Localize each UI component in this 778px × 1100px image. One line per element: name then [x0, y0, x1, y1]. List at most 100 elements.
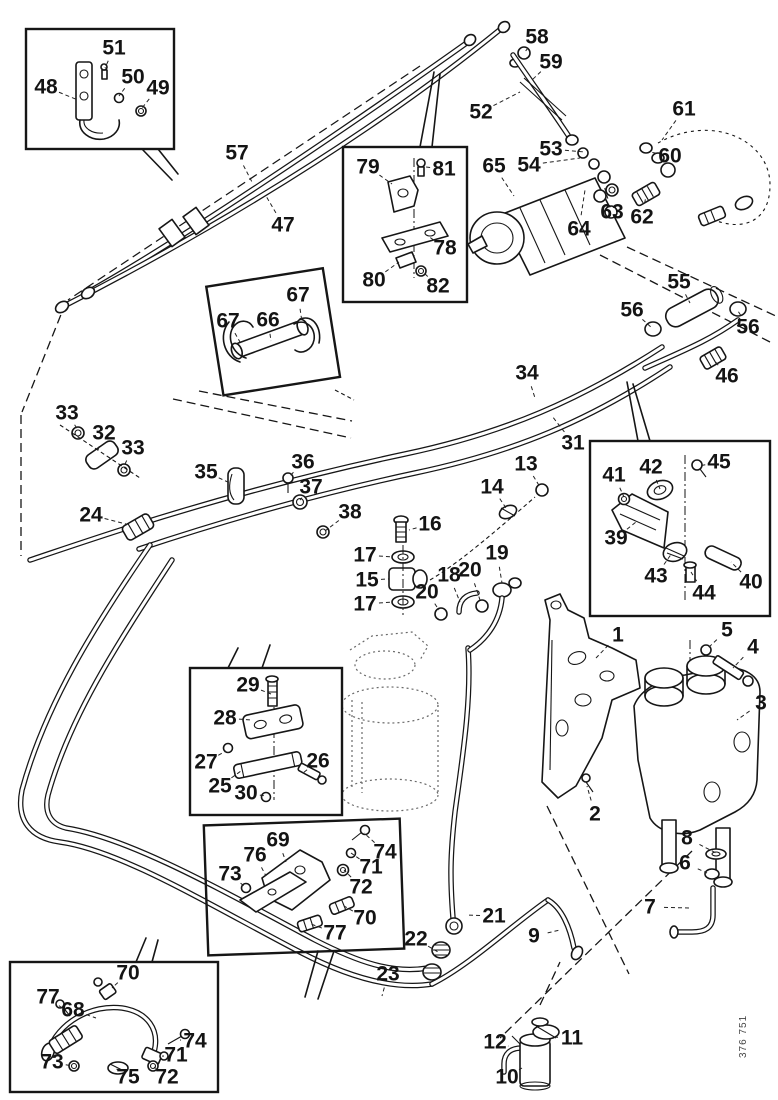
- callout-leader-45: [698, 464, 706, 467]
- callout-69: 69: [266, 829, 289, 852]
- callout-42: 42: [639, 456, 662, 479]
- callout-leader-82: [423, 272, 429, 277]
- callout-leader-22: [427, 945, 439, 953]
- drawing-number: 376 751: [738, 1014, 749, 1058]
- callout-leader-52: [493, 91, 521, 107]
- callout-19: 19: [485, 542, 508, 565]
- callout-59: 59: [539, 51, 562, 74]
- callout-17: 17: [353, 544, 376, 567]
- callout-51: 51: [102, 37, 126, 60]
- callout-leader-18: [453, 587, 461, 603]
- callout-leader-44: [690, 571, 698, 582]
- callout-12: 12: [483, 1031, 506, 1054]
- callout-leader-66: [269, 333, 272, 342]
- callout-leader-4: [732, 656, 744, 669]
- callout-54: 54: [517, 154, 541, 177]
- callout-leader-55: [685, 294, 691, 304]
- callout-leader-17: [378, 601, 394, 604]
- callout-5: 5: [721, 619, 733, 642]
- callout-leader-47: [265, 195, 277, 214]
- callout-leader-77: [310, 923, 323, 929]
- callout-45: 45: [707, 451, 731, 474]
- callout-leader-14: [499, 498, 507, 509]
- callout-leader-72: [153, 1066, 157, 1069]
- hydraulic-hoses-top: [54, 20, 531, 314]
- callout-leader-61: [661, 120, 677, 141]
- callout-32: 32: [92, 422, 115, 445]
- callout-leader-71: [350, 852, 360, 860]
- callout-leader-42: [655, 479, 661, 490]
- callout-leader-79: [379, 174, 393, 185]
- callout-25: 25: [208, 775, 232, 798]
- callout-leader-16: [408, 527, 417, 531]
- callout-31: 31: [561, 432, 585, 455]
- callout-71: 71: [359, 856, 383, 879]
- callout-15: 15: [355, 569, 379, 592]
- callout-47: 47: [271, 214, 294, 237]
- inset-box-78-82: [341, 71, 469, 304]
- callout-11: 11: [561, 1027, 584, 1050]
- callout-leader-30: [259, 794, 267, 797]
- inset-box-68-77-bottom: [8, 937, 220, 1094]
- reservoir-canister: [501, 1017, 560, 1091]
- callout-leader-49: [141, 98, 150, 109]
- callout-34: 34: [515, 362, 539, 385]
- callout-28: 28: [213, 707, 237, 730]
- callout-82: 82: [426, 275, 449, 298]
- callout-leader-20: [434, 603, 440, 611]
- callout-18: 18: [437, 564, 461, 587]
- callout-46: 46: [715, 365, 738, 388]
- callout-74: 74: [373, 841, 397, 864]
- inset-box-69-77: [202, 817, 406, 1000]
- callout-6: 6: [679, 852, 691, 875]
- callout-leader-10: [518, 1067, 523, 1071]
- callout-leader-8: [699, 843, 717, 854]
- callout-leader-78: [427, 235, 434, 241]
- callout-leader-19: [498, 566, 503, 584]
- callout-26: 26: [306, 750, 329, 773]
- callout-leader-56: [642, 318, 653, 329]
- callout-leader-27: [218, 750, 227, 756]
- callout-leader-39: [626, 521, 637, 530]
- callout-leader-50: [118, 87, 126, 97]
- callout-73: 73: [40, 1051, 63, 1074]
- callout-leader-3: [736, 710, 750, 721]
- callout-20: 20: [415, 581, 438, 604]
- callout-60: 60: [658, 145, 681, 168]
- callout-leader-21: [465, 914, 481, 916]
- callout-73: 73: [218, 863, 241, 886]
- callout-leader-46: [713, 359, 719, 366]
- callout-22: 22: [404, 928, 427, 951]
- control-valve: [581, 644, 761, 939]
- callout-leader-6: [697, 868, 708, 874]
- callout-21: 21: [482, 905, 506, 928]
- callout-leader-62: [644, 195, 647, 204]
- callout-2: 2: [589, 803, 601, 826]
- callout-48: 48: [34, 76, 58, 99]
- callout-leader-5: [707, 639, 718, 649]
- callout-33: 33: [121, 437, 144, 460]
- callout-53: 53: [539, 138, 562, 161]
- callout-leader-26: [302, 769, 308, 774]
- callout-39: 39: [604, 527, 627, 550]
- callout-13: 13: [514, 453, 537, 476]
- callout-leader-28: [238, 718, 252, 721]
- callout-leader-13: [532, 475, 541, 488]
- callout-leader-41: [619, 487, 625, 498]
- callout-10: 10: [495, 1066, 518, 1089]
- callout-80: 80: [362, 269, 385, 292]
- callout-16: 16: [418, 513, 441, 536]
- callout-57: 57: [225, 142, 248, 165]
- hydraulic-pump: [467, 177, 626, 276]
- callout-36: 36: [291, 451, 314, 474]
- callout-leader-77: [58, 1005, 63, 1009]
- callout-44: 44: [692, 582, 716, 605]
- callout-67: 67: [216, 310, 239, 333]
- callout-leader-17: [378, 555, 394, 558]
- callout-leader-58: [523, 47, 529, 54]
- callout-24: 24: [79, 504, 103, 527]
- callout-leader-35: [218, 477, 231, 484]
